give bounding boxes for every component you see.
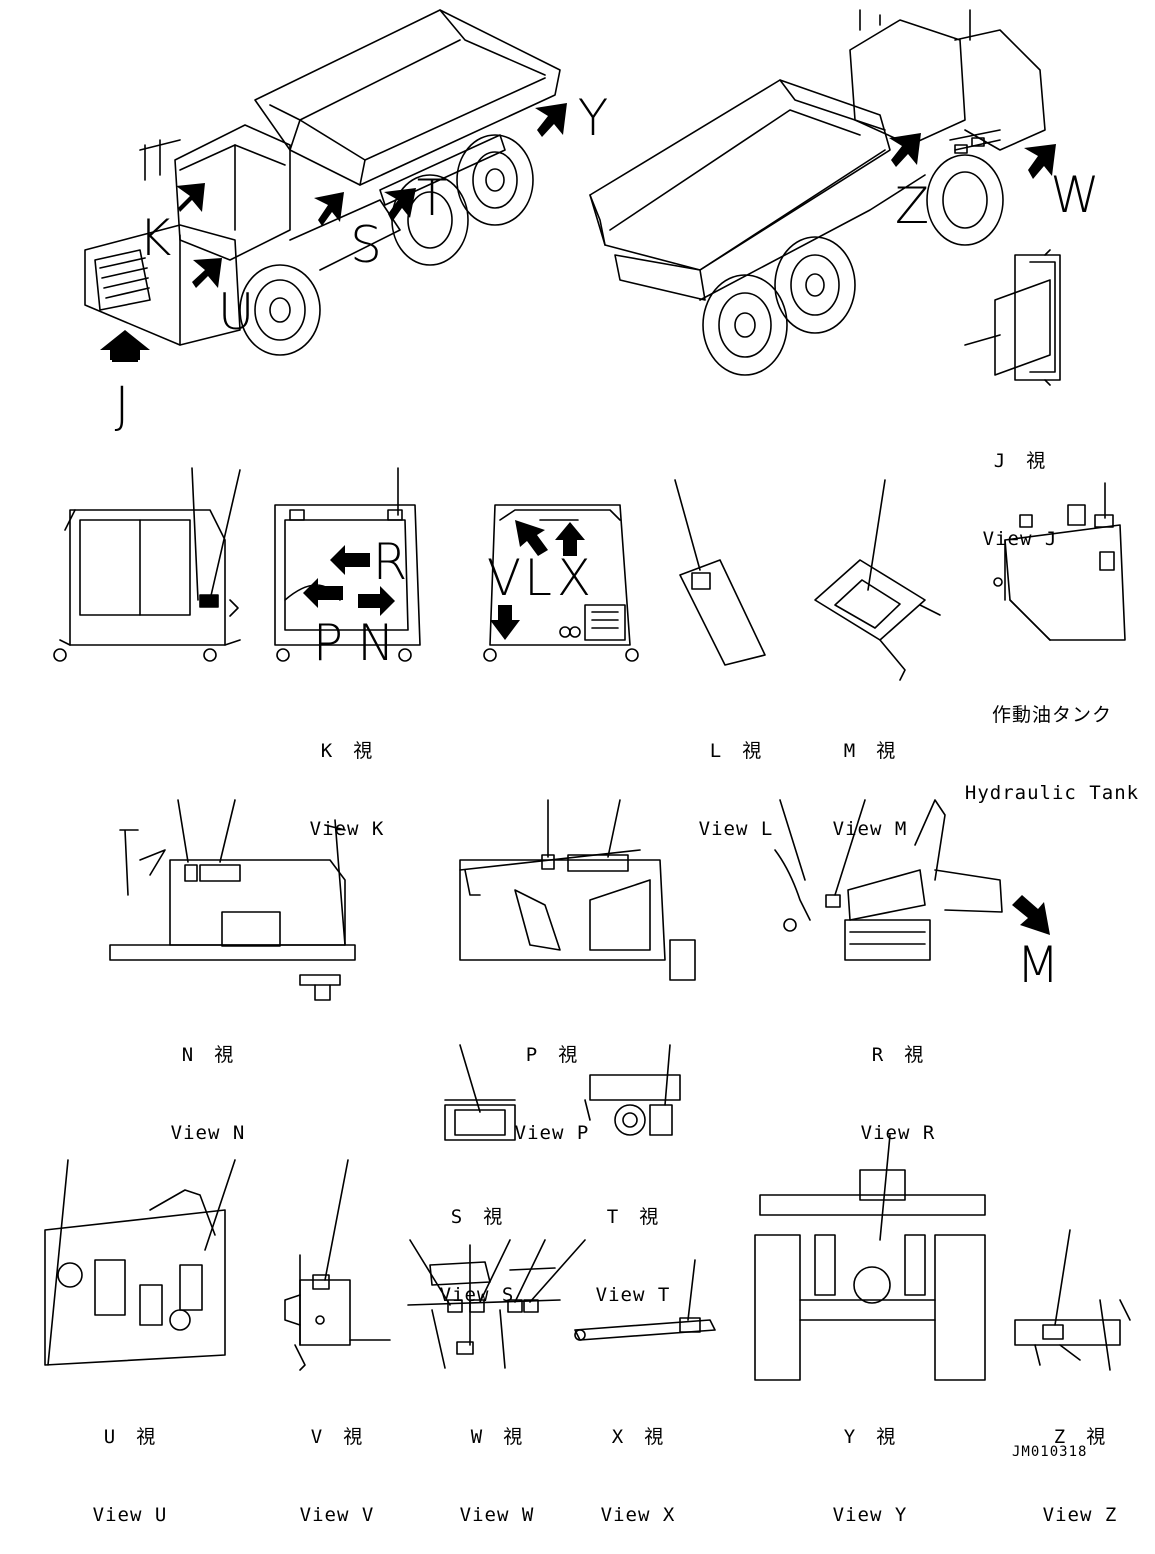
callout-l: L	[524, 549, 552, 607]
caption-view-z: Z 視 View Z	[1043, 1372, 1118, 1554]
caption-view-p: P 視 View P	[515, 990, 590, 1172]
caption-jp: S 視	[450, 1206, 504, 1228]
caption-jp: P 視	[525, 1044, 579, 1066]
caption-view-s: S 視 View S	[440, 1152, 515, 1334]
caption-en: View V	[299, 1504, 375, 1526]
caption-en: View Z	[1042, 1504, 1118, 1526]
caption-view-r: R 視 View R	[861, 990, 936, 1172]
caption-jp: T 視	[606, 1206, 660, 1228]
view-p-drawing	[459, 799, 696, 981]
caption-en: View J	[982, 528, 1058, 550]
arrow-shapes-truck1	[176, 103, 567, 288]
caption-view-l: L 視 View L	[699, 686, 774, 868]
callout-j: J	[114, 376, 130, 434]
caption-view-t: T 視 View T	[596, 1152, 671, 1334]
truck-front-view	[84, 9, 561, 356]
caption-jp: M 視	[843, 740, 897, 762]
caption-en: View W	[459, 1504, 535, 1526]
caption-en: View K	[309, 818, 385, 840]
caption-jp: U 視	[103, 1426, 157, 1448]
arrow-shapes-truck2	[889, 133, 1056, 179]
caption-jp: W 視	[470, 1426, 524, 1448]
arrow-shapes-k	[303, 545, 395, 616]
caption-jp: Z 視	[1053, 1426, 1107, 1448]
caption-view-j: J 視 View J	[983, 396, 1058, 578]
caption-view-v: V 視 View V	[300, 1372, 375, 1554]
callout-v: V	[486, 549, 522, 607]
callout-p: P	[312, 614, 344, 672]
caption-view-k: K 視 View K	[310, 686, 385, 868]
view-j-drawing	[964, 249, 1061, 386]
callout-y: Y	[577, 89, 609, 147]
caption-en: View Y	[832, 1504, 908, 1526]
callout-m: M	[1016, 936, 1060, 994]
view-t-drawing	[584, 1044, 681, 1136]
callout-z: Z	[894, 177, 930, 235]
arrow-shapes-l	[490, 520, 585, 640]
callout-n: N	[357, 614, 395, 672]
view-r-drawing	[774, 799, 1003, 961]
view-l-cab-drawing	[483, 504, 639, 662]
caption-view-m: M 視 View M	[833, 686, 908, 868]
truck-rear-view	[589, 9, 1046, 376]
caption-view-y: Y 視 View Y	[833, 1372, 908, 1554]
caption-hydraulic-tank: 作動油タンク Hydraulic Tank	[965, 650, 1139, 832]
callout-t: T	[416, 169, 448, 227]
caption-jp: 作動油タンク	[991, 704, 1112, 726]
view-k-left-drawing	[53, 467, 241, 662]
caption-en: View T	[595, 1284, 671, 1306]
caption-en: View U	[92, 1504, 168, 1526]
drawing-code: JM010318	[1012, 1444, 1088, 1460]
caption-en: View S	[439, 1284, 515, 1306]
view-n-drawing	[109, 799, 356, 1001]
callout-x: X	[556, 549, 592, 607]
caption-en: View X	[600, 1504, 676, 1526]
caption-view-w: W 視 View W	[460, 1372, 535, 1554]
caption-view-x: X 視 View X	[601, 1372, 676, 1554]
caption-en: View L	[698, 818, 774, 840]
callout-s: S	[350, 216, 382, 274]
callout-r: R	[372, 533, 408, 591]
view-m-drawing	[814, 479, 941, 681]
caption-en: View P	[514, 1122, 590, 1144]
arrow-shape-m	[1012, 895, 1050, 935]
caption-jp: R 視	[871, 1044, 925, 1066]
callout-w: W	[1050, 166, 1100, 224]
callout-k: K	[138, 209, 172, 267]
view-l-drawing	[674, 479, 766, 666]
callout-u: U	[217, 283, 255, 341]
view-z-drawing	[1014, 1229, 1131, 1371]
caption-jp: K 視	[320, 740, 374, 762]
drawing-sheet	[44, 9, 1131, 1381]
view-y-drawing	[754, 1134, 986, 1381]
view-u-drawing	[44, 1159, 236, 1366]
caption-en: View N	[170, 1122, 246, 1144]
view-x-drawing	[574, 1259, 716, 1341]
caption-jp: Y 視	[843, 1426, 897, 1448]
caption-jp: J 視	[993, 450, 1047, 472]
caption-en: View R	[860, 1122, 936, 1144]
caption-jp: X 視	[611, 1426, 665, 1448]
caption-view-u: U 視 View U	[93, 1372, 168, 1554]
view-s-drawing	[444, 1044, 516, 1141]
hydraulic-tank-drawing	[993, 482, 1126, 641]
view-w-drawing	[407, 1239, 586, 1369]
arrow-j-main	[100, 330, 150, 362]
caption-en: Hydraulic Tank	[964, 782, 1140, 804]
caption-en: View M	[832, 818, 908, 840]
caption-jp: L 視	[709, 740, 763, 762]
caption-jp: V 視	[310, 1426, 364, 1448]
view-k-rear-drawing	[274, 467, 421, 662]
caption-view-n: N 視 View N	[171, 990, 246, 1172]
caption-jp: N 視	[181, 1044, 235, 1066]
view-v-drawing	[284, 1159, 391, 1371]
